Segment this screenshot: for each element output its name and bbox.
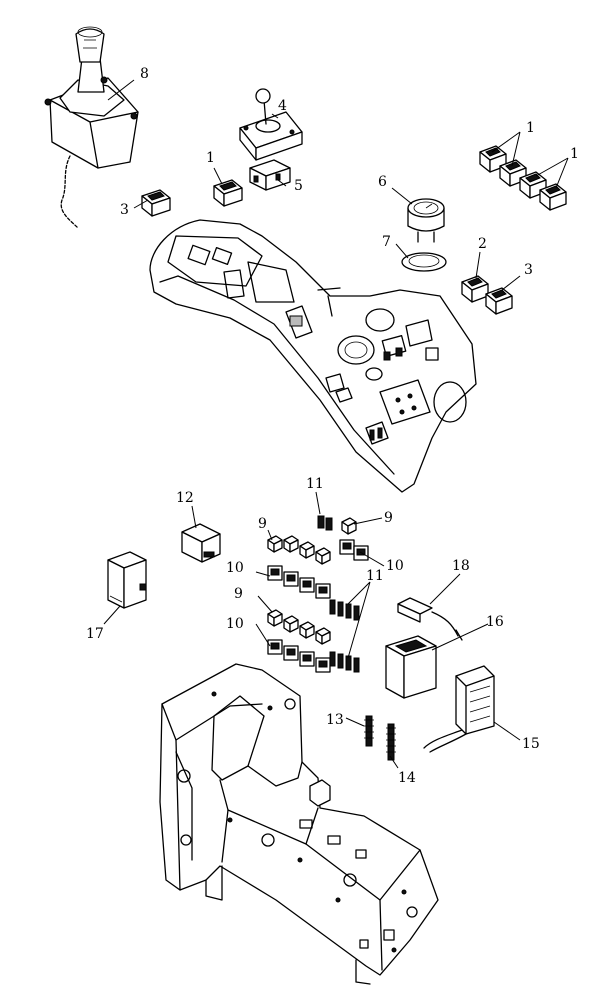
callout-3-b: 3 bbox=[524, 262, 533, 278]
electronic-controller-part bbox=[385, 635, 437, 699]
callout-10-a: 10 bbox=[386, 558, 404, 574]
callout-12: 12 bbox=[176, 490, 194, 506]
callout-5: 5 bbox=[294, 178, 303, 194]
console-frame-part bbox=[159, 663, 439, 985]
gauge-part bbox=[407, 198, 445, 243]
gauge-ring-part bbox=[401, 252, 447, 272]
callout-11-b: 11 bbox=[366, 568, 384, 584]
callout-1-c: 1 bbox=[206, 150, 215, 166]
callout-11-a: 11 bbox=[306, 476, 324, 492]
terminal-strip-parts bbox=[364, 715, 396, 761]
callout-9-c: 9 bbox=[234, 586, 243, 602]
leader-lines bbox=[103, 79, 569, 769]
callout-9-a: 9 bbox=[384, 510, 393, 526]
callout-14: 14 bbox=[398, 770, 416, 786]
callout-1-b: 1 bbox=[570, 146, 579, 162]
callout-labels: 1 1 1 2 3 3 4 5 6 7 8 9 9 9 10 10 10 11 … bbox=[86, 66, 579, 786]
callout-9-b: 9 bbox=[258, 516, 267, 532]
callout-16: 16 bbox=[486, 614, 504, 630]
callout-7: 7 bbox=[382, 234, 391, 250]
relay-bank-upper bbox=[267, 535, 331, 599]
callout-15: 15 bbox=[522, 736, 540, 752]
bracket-harness-part bbox=[423, 665, 495, 753]
rocker-switches bbox=[141, 145, 567, 315]
callout-10-c: 10 bbox=[226, 616, 244, 632]
console-panel-part bbox=[149, 219, 477, 493]
callout-3-a: 3 bbox=[120, 202, 129, 218]
control-module-part bbox=[107, 551, 147, 609]
sensor-connector-part bbox=[397, 597, 463, 641]
switch-block-part bbox=[249, 159, 291, 191]
callout-6: 6 bbox=[378, 174, 387, 190]
callout-18: 18 bbox=[452, 558, 470, 574]
pilot-control-lever-part bbox=[239, 88, 303, 161]
relay-bank-lower bbox=[267, 609, 331, 673]
joystick-part bbox=[44, 26, 139, 229]
callout-13: 13 bbox=[326, 712, 344, 728]
callout-10-b: 10 bbox=[226, 560, 244, 576]
callout-4: 4 bbox=[278, 98, 287, 114]
callout-1-a: 1 bbox=[526, 120, 535, 136]
callout-8: 8 bbox=[140, 66, 149, 82]
flasher-relay-part bbox=[181, 523, 221, 563]
callout-2: 2 bbox=[478, 236, 487, 252]
callout-17: 17 bbox=[86, 626, 104, 642]
